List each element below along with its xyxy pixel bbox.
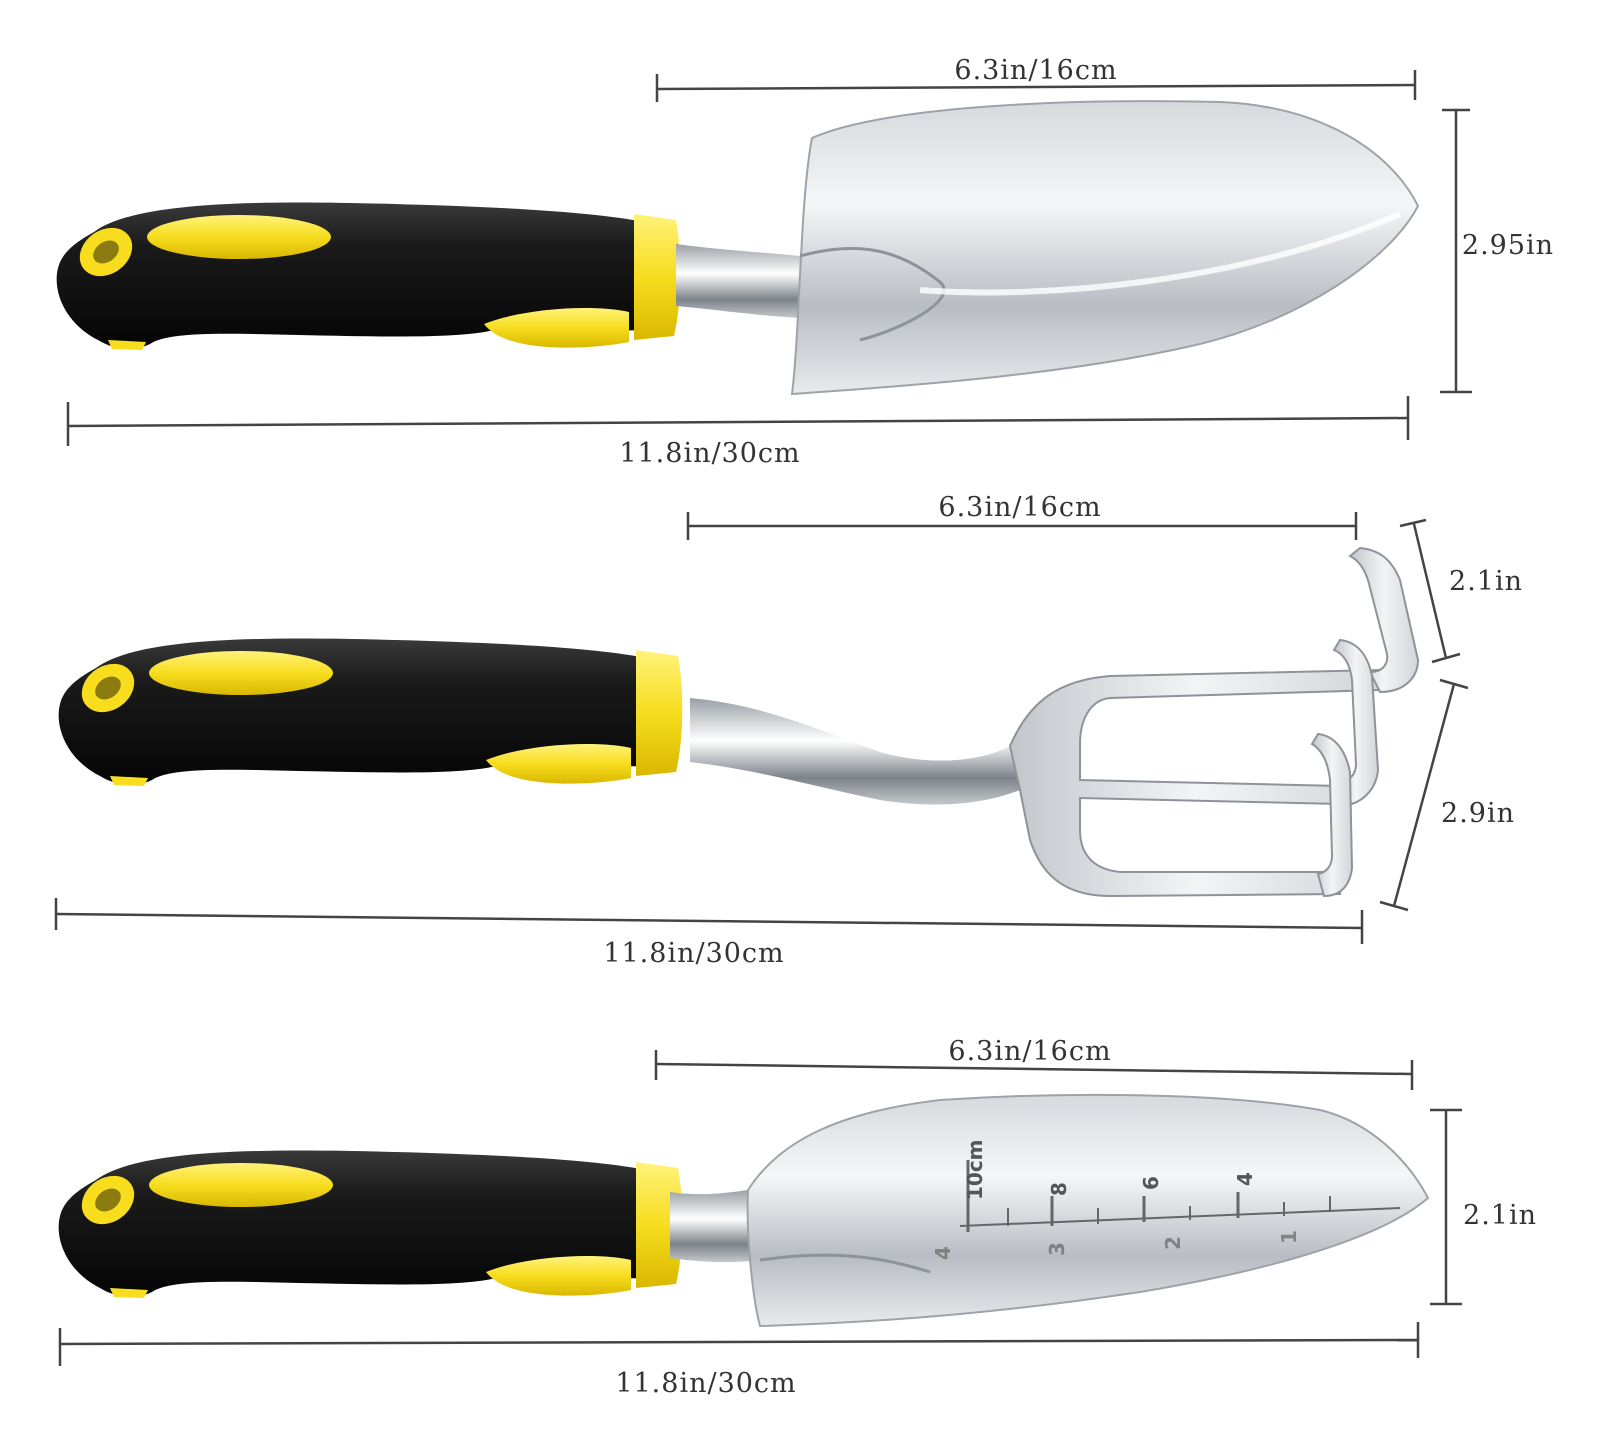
transplanter-total-length-label: 11.8in/30cm bbox=[615, 1368, 796, 1399]
ruler-unit-label: 10cm bbox=[963, 1139, 987, 1200]
cultivator-tine-bottom bbox=[1310, 732, 1354, 898]
cultivator-total-length-label: 11.8in/30cm bbox=[603, 938, 784, 969]
transplanter-blade-width-label: 2.1in bbox=[1463, 1200, 1537, 1231]
ruler-inch-mark-4: 4 bbox=[931, 1246, 955, 1260]
trowel-total-length-label: 11.8in/30cm bbox=[619, 438, 800, 469]
trowel-dimensions: 6.3in/16cm 2.95in 11.8in/30cm bbox=[66, 55, 1554, 469]
transplanter: 10cm 8 6 4 4 3 2 1 bbox=[58, 1093, 1430, 1328]
transplanter-ruler: 10cm 8 6 4 4 3 2 1 bbox=[931, 1139, 1401, 1260]
cultivator-dimensions: 6.3in/16cm 2.1in 2.9in 11.8in/30cm bbox=[54, 492, 1523, 969]
ruler-cm-mark-8: 8 bbox=[1047, 1182, 1071, 1196]
transplanter-shaft bbox=[670, 1190, 760, 1263]
ruler-inch-mark-1: 1 bbox=[1277, 1230, 1301, 1244]
trowel-shaft bbox=[676, 244, 800, 318]
cultivator bbox=[58, 546, 1420, 898]
trowel bbox=[56, 100, 1420, 396]
cultivator-shaft bbox=[690, 698, 1020, 805]
cultivator-tine-width-label: 2.9in bbox=[1441, 798, 1515, 829]
trowel-blade-width-label: 2.95in bbox=[1462, 230, 1554, 261]
cultivator-handle bbox=[58, 638, 683, 786]
cultivator-blade-length-label: 6.3in/16cm bbox=[938, 492, 1101, 523]
ruler-cm-mark-4: 4 bbox=[1233, 1172, 1257, 1186]
trowel-blade bbox=[790, 100, 1420, 396]
transplanter-blade-length-label: 6.3in/16cm bbox=[948, 1036, 1111, 1067]
cultivator-tine-height-label: 2.1in bbox=[1449, 566, 1523, 597]
ruler-cm-mark-6: 6 bbox=[1139, 1176, 1163, 1190]
ruler-inch-mark-3: 3 bbox=[1045, 1242, 1069, 1256]
transplanter-handle bbox=[58, 1150, 683, 1298]
trowel-handle bbox=[56, 202, 681, 350]
trowel-blade-length-label: 6.3in/16cm bbox=[954, 55, 1117, 86]
ruler-inch-mark-2: 2 bbox=[1161, 1236, 1185, 1250]
transplanter-dimensions: 6.3in/16cm 2.1in 11.8in/30cm bbox=[58, 1036, 1537, 1399]
